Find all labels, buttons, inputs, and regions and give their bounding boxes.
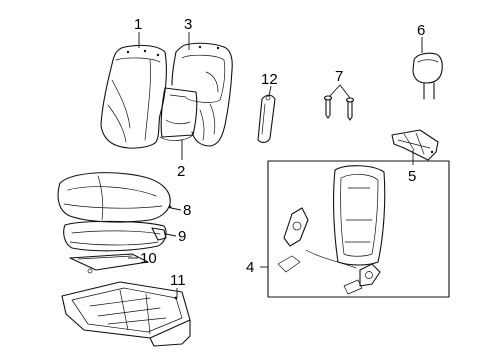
callout-8: 8 <box>183 202 191 219</box>
callout-12: 12 <box>261 71 278 88</box>
leader-12 <box>268 85 272 97</box>
part-3-seat-back-shell <box>171 42 233 147</box>
callout-11: 11 <box>170 272 186 289</box>
part-6-headrest <box>412 52 443 100</box>
part-7-bolts <box>323 95 355 121</box>
callout-1: 1 <box>134 16 142 33</box>
part-4-frame-box <box>267 160 450 298</box>
part-12-trim-piece <box>257 94 276 143</box>
leader-7a <box>329 84 341 97</box>
part-11-seat-frame <box>61 281 191 347</box>
leader-7b <box>339 84 351 99</box>
callout-9: 9 <box>178 228 186 245</box>
part-1-seat-back-cover <box>100 44 167 149</box>
callout-10: 10 <box>140 250 157 267</box>
callout-7: 7 <box>335 68 343 85</box>
part-5-bracket <box>391 129 439 161</box>
callout-2: 2 <box>177 163 185 180</box>
leader-8 <box>170 207 182 211</box>
part-10-wire-frame <box>69 253 149 274</box>
part-2-seat-back-pad <box>159 87 198 141</box>
part-9-seat-cushion-pad <box>63 220 167 252</box>
leader-lines <box>128 32 423 297</box>
callout-5: 5 <box>408 168 416 185</box>
callouts: 1 2 3 4 5 6 7 8 9 10 11 12 <box>134 16 425 289</box>
callout-6: 6 <box>417 22 425 39</box>
callout-4: 4 <box>246 259 254 276</box>
part-8-seat-cushion-cover <box>57 172 172 223</box>
callout-3: 3 <box>184 16 192 33</box>
leader-9 <box>165 233 177 237</box>
